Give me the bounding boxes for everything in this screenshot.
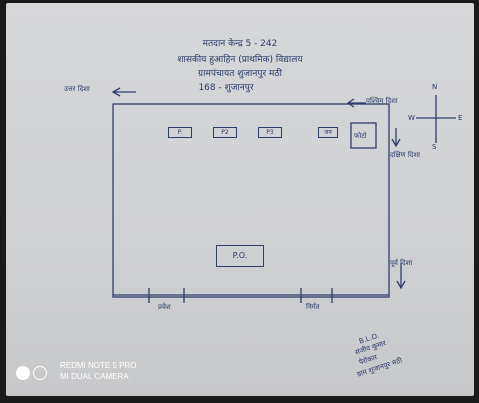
label-south-dir: दक्षिण दिशा: [390, 151, 420, 159]
exit-label: निर्गत: [306, 303, 320, 311]
label-east-dir: पूर्व दिशा: [390, 259, 413, 267]
entry-label: प्रवेश: [158, 303, 171, 311]
ja-box: जन: [318, 127, 338, 138]
paper-sheet: मतदान केन्द्र 5 - 242 शासकीय हुआहिन (प्र…: [6, 3, 474, 396]
presiding-officer-box: P.O.: [216, 245, 264, 267]
camera-model: REDMI NOTE 5 PRO: [60, 361, 137, 370]
camera-type: MI DUAL CAMERA: [60, 372, 129, 381]
polling-booth-p2: P2: [213, 127, 237, 138]
header-line-4: 168 - शुजानपुर: [198, 83, 254, 93]
header-line-2: शासकीय हुआहिन (प्राथमिक) विद्यालय: [177, 55, 303, 65]
polling-booth-p1: P.: [168, 127, 192, 138]
compass-s: S: [432, 143, 437, 151]
compass-n: N: [432, 83, 438, 91]
header-line-1: मतदान केन्द्र 5 - 242: [202, 39, 278, 49]
header-line-3: ग्रामपंचायत शुजानपुर मठी: [198, 69, 282, 79]
polling-booth-p3: P3: [258, 127, 282, 138]
compass-e: E: [458, 114, 463, 122]
label-west-dir: पश्चिम दिशा: [366, 97, 398, 105]
corner-label: फोटो: [354, 132, 367, 140]
layout-drawing: [111, 87, 456, 303]
room-outline: [112, 103, 390, 298]
compass-w: W: [408, 114, 415, 122]
label-north-dir: उत्तर दिशा: [64, 85, 90, 93]
camera-dots-icon: [16, 366, 56, 382]
